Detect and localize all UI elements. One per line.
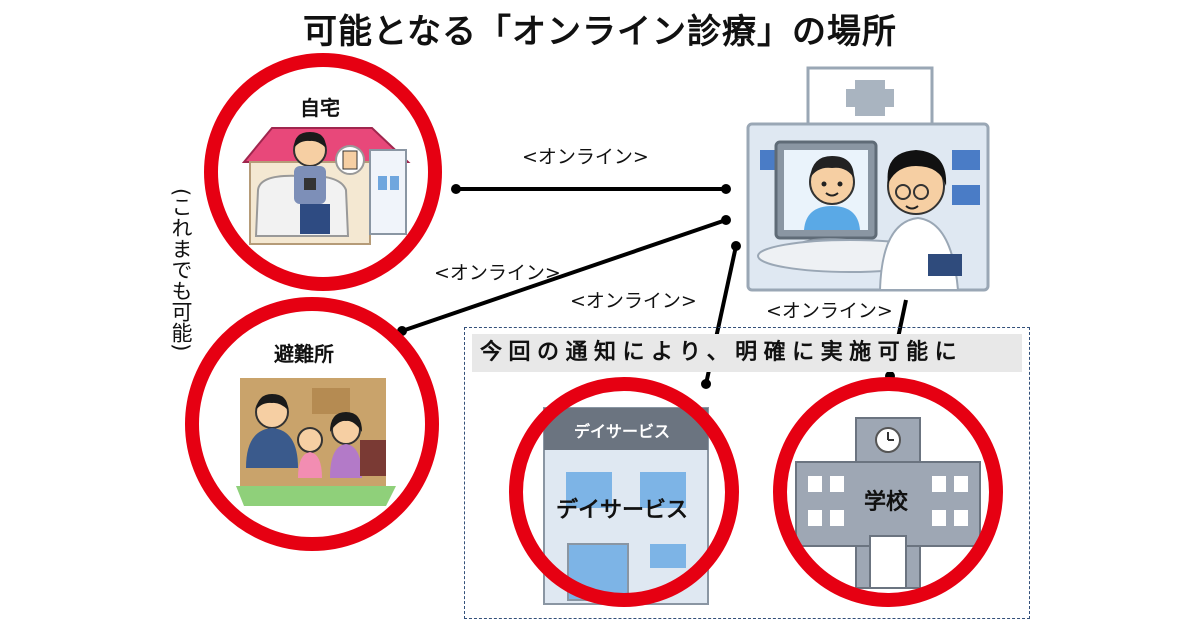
place-label-home: 自宅 <box>300 96 340 120</box>
page-title: 可能となる「オンライン診療」の場所 <box>303 12 897 52</box>
place-label-school: 学校 <box>864 490 909 515</box>
online-label-day-service: <オンライン> <box>570 290 697 312</box>
ring-day-service <box>509 377 739 607</box>
hospital-illustration <box>746 66 990 292</box>
connector-shelter-hospital <box>401 218 727 333</box>
home-illustration <box>241 127 411 245</box>
side-note: (これまでも可能) <box>169 188 193 352</box>
highlight-rings <box>185 53 1003 607</box>
ring-shelter <box>185 297 439 551</box>
day-service-sign: デイサービス <box>574 422 671 441</box>
notice-frame <box>464 327 1030 619</box>
shelter-illustration <box>236 378 396 506</box>
ring-home <box>204 53 442 291</box>
ring-school <box>773 377 1003 607</box>
place-label-shelter: 避難所 <box>274 342 334 366</box>
online-label-school: <オンライン> <box>766 300 893 322</box>
place-label-day-service: デイサービス <box>556 498 689 523</box>
day-service-illustration <box>543 407 709 605</box>
notice-banner: 今回の通知により、明確に実施可能に <box>472 334 1022 372</box>
online-label-home: <オンライン> <box>522 146 649 168</box>
school-illustration <box>795 417 981 589</box>
online-label-shelter: <オンライン> <box>434 262 561 284</box>
